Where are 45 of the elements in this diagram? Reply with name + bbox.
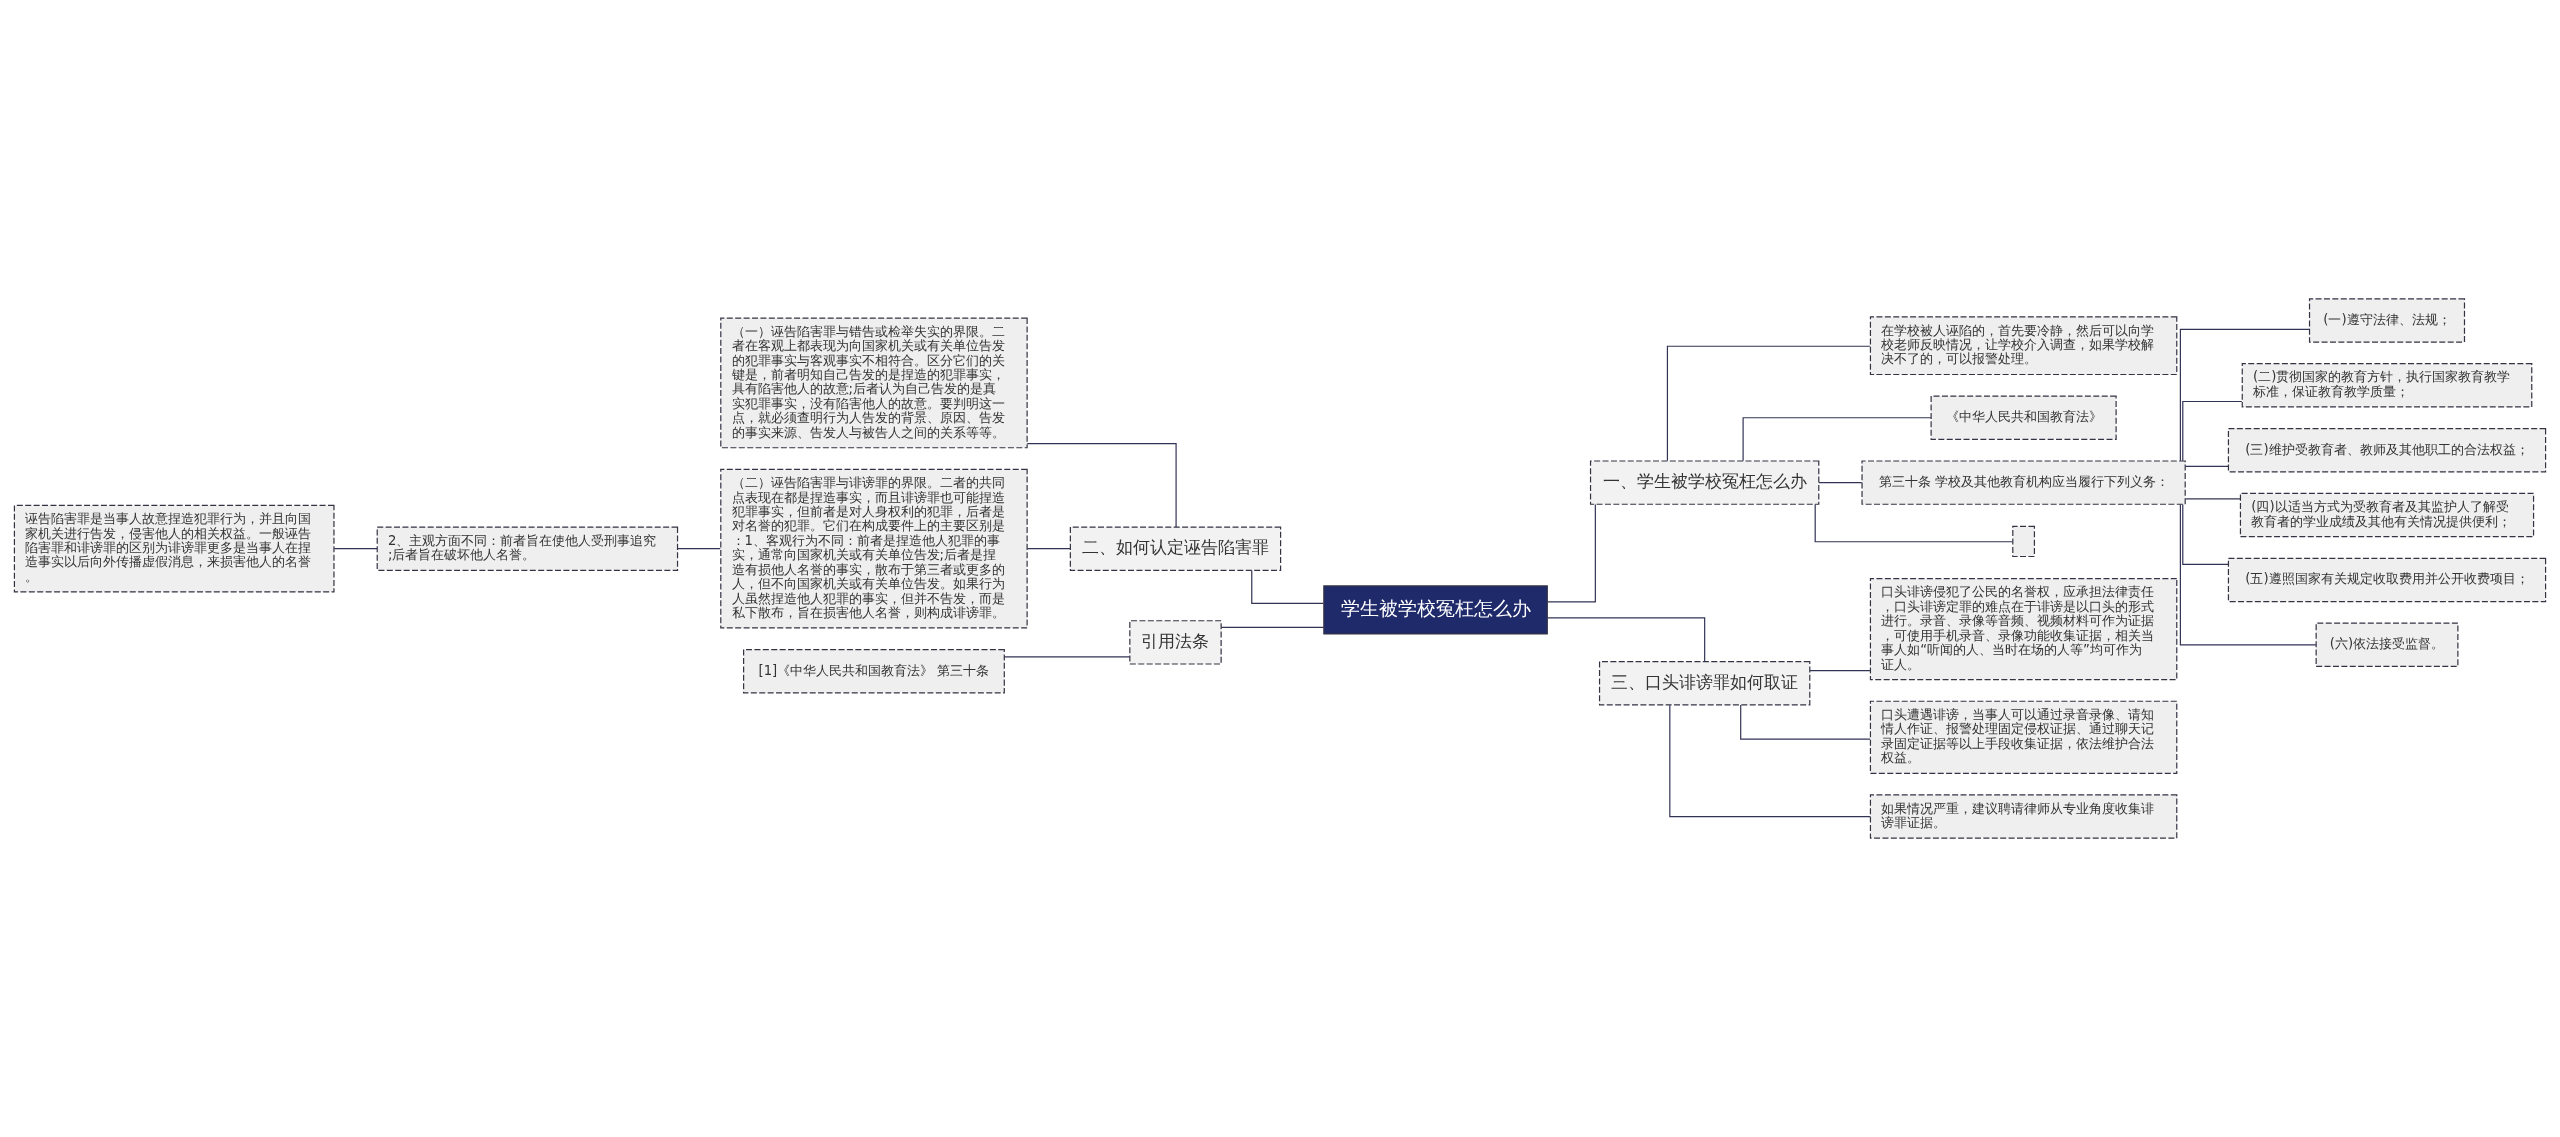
- connector: [2185, 465, 2229, 467]
- connector: [1740, 704, 1871, 740]
- node-box: 学生被学校冤枉怎么办: [1323, 585, 1548, 635]
- node-box: (五)遵照国家有关规定收取费用并公开收费项目；: [2227, 557, 2547, 603]
- node-box: (六)依法接受监督。: [2315, 622, 2459, 667]
- connector: [1546, 617, 1706, 663]
- connector: [1003, 656, 1131, 658]
- node-box: 二、如何认定诬告陷害罪: [1069, 526, 1282, 571]
- connector: [1026, 548, 1071, 550]
- node-box: 第三十条 学校及其他教育机构应当履行下列义务：: [1861, 460, 2186, 505]
- connector: [1220, 626, 1325, 628]
- connector: [1251, 570, 1324, 604]
- node-box: 如果情况严重，建议聘请律师从专业角度收集诽谤罪证据。: [1869, 794, 2178, 839]
- node-box: (一)遵守法律、法规；: [2308, 298, 2466, 343]
- connector: [1026, 442, 1177, 528]
- node-box: 口头诽谤侵犯了公民的名誉权，应承担法律责任，口头诽谤定罪的难点在于诽谤是以口头的形式进行。录音、录像等音频、视频材料可作为证据，可使用手机录音、录像功能收集证据，相关当事人如“听闻的人、当时在场的人等”均可作为证人。: [1869, 578, 2178, 681]
- connector: [2185, 498, 2241, 500]
- node-box: （一）诬告陷害罪与错告或检举失实的界限。二者在客观上都表现为向国家机关或有关单位告发的犯罪事实与客观事实不相符合。区分它们的关键是，前者明知自己告发的是捏造的犯罪事实，具有陷害他人的故意;后者认为自己告发的是真实犯罪事实，没有陷害他人的故意。要判明这一点，就必须查明行为人告发的背景、原因、告发的事实来源、告发人与被告人之间的关系等等。: [720, 317, 1028, 449]
- node-box: 《中华人民共和国教育法》: [1930, 395, 2117, 440]
- connector: [1546, 503, 1596, 603]
- connector: [1669, 704, 1871, 818]
- connector: [333, 548, 378, 550]
- connector: [2182, 503, 2229, 565]
- node-box: [2012, 525, 2035, 558]
- node-box: 在学校被人诬陷的，首先要冷静，然后可以向学校老师反映情况，让学校介入调查，如果学校解决不了的，可以报警处理。: [1869, 316, 2178, 376]
- node-box: (四)以适当方式为受教育者及其监护人了解受教育者的学业成绩及其他有关情况提供便利；: [2239, 492, 2535, 538]
- connector: [677, 548, 721, 550]
- node-box: [1]《中华人民共和国教育法》 第三十条: [743, 649, 1005, 694]
- connector: [2179, 328, 2311, 462]
- connector: [1809, 670, 1871, 672]
- node-box: 诬告陷害罪是当事人故意捏造犯罪行为，并且向国家机关进行告发，侵害他人的相关权益。一般诬告陷害罪和诽谤罪的区别为诽谤罪更多是当事人在捏造事实以后向外传播虚假消息，来损害他人的名誉。: [13, 504, 335, 593]
- node-box: (三)维护受教育者、教师及其他职工的合法权益；: [2227, 427, 2547, 473]
- node-box: （二）诬告陷害罪与诽谤罪的界限。二者的共同点表现在都是捏造事实，而且诽谤罪也可能捏造犯罪事实，但前者是对人身权利的犯罪，后者是对名誉的犯罪。它们在构成要件上的主要区别是：1、客观行为不同：前者是捏造他人犯罪的事实，通常向国家机关或有关单位告发;后者是捏造有损他人名誉的事实，散布于第三者或更多的人，但不向国家机关或有关单位告发。如果行为人虽然捏造他人犯罪的事实，但并不告发，而是私下散布，旨在损害他人名誉，则构成诽谤罪。: [720, 468, 1028, 629]
- node-box: 三、口头诽谤罪如何取证: [1598, 661, 1811, 706]
- connector: [2179, 503, 2317, 646]
- node-box: 2、主观方面不同：前者旨在使他人受刑事追究;后者旨在破坏他人名誉。: [376, 526, 679, 571]
- node-box: (二)贯彻国家的教育方针，执行国家教育教学标准，保证教育教学质量；: [2241, 363, 2533, 408]
- node-box: 引用法条: [1129, 620, 1222, 665]
- connector: [1742, 417, 1932, 462]
- connector: [1666, 345, 1871, 462]
- connector: [2182, 400, 2243, 462]
- connector: [1818, 482, 1863, 484]
- connector: [1814, 503, 2013, 543]
- node-box: 口头遭遇诽谤，当事人可以通过录音录像、请知情人作证、报警处理固定侵权证据、通过聊天记录固定证据等以上手段收集证据，依法维护合法权益。: [1869, 700, 2178, 774]
- node-box: 一、学生被学校冤枉怎么办: [1589, 460, 1820, 505]
